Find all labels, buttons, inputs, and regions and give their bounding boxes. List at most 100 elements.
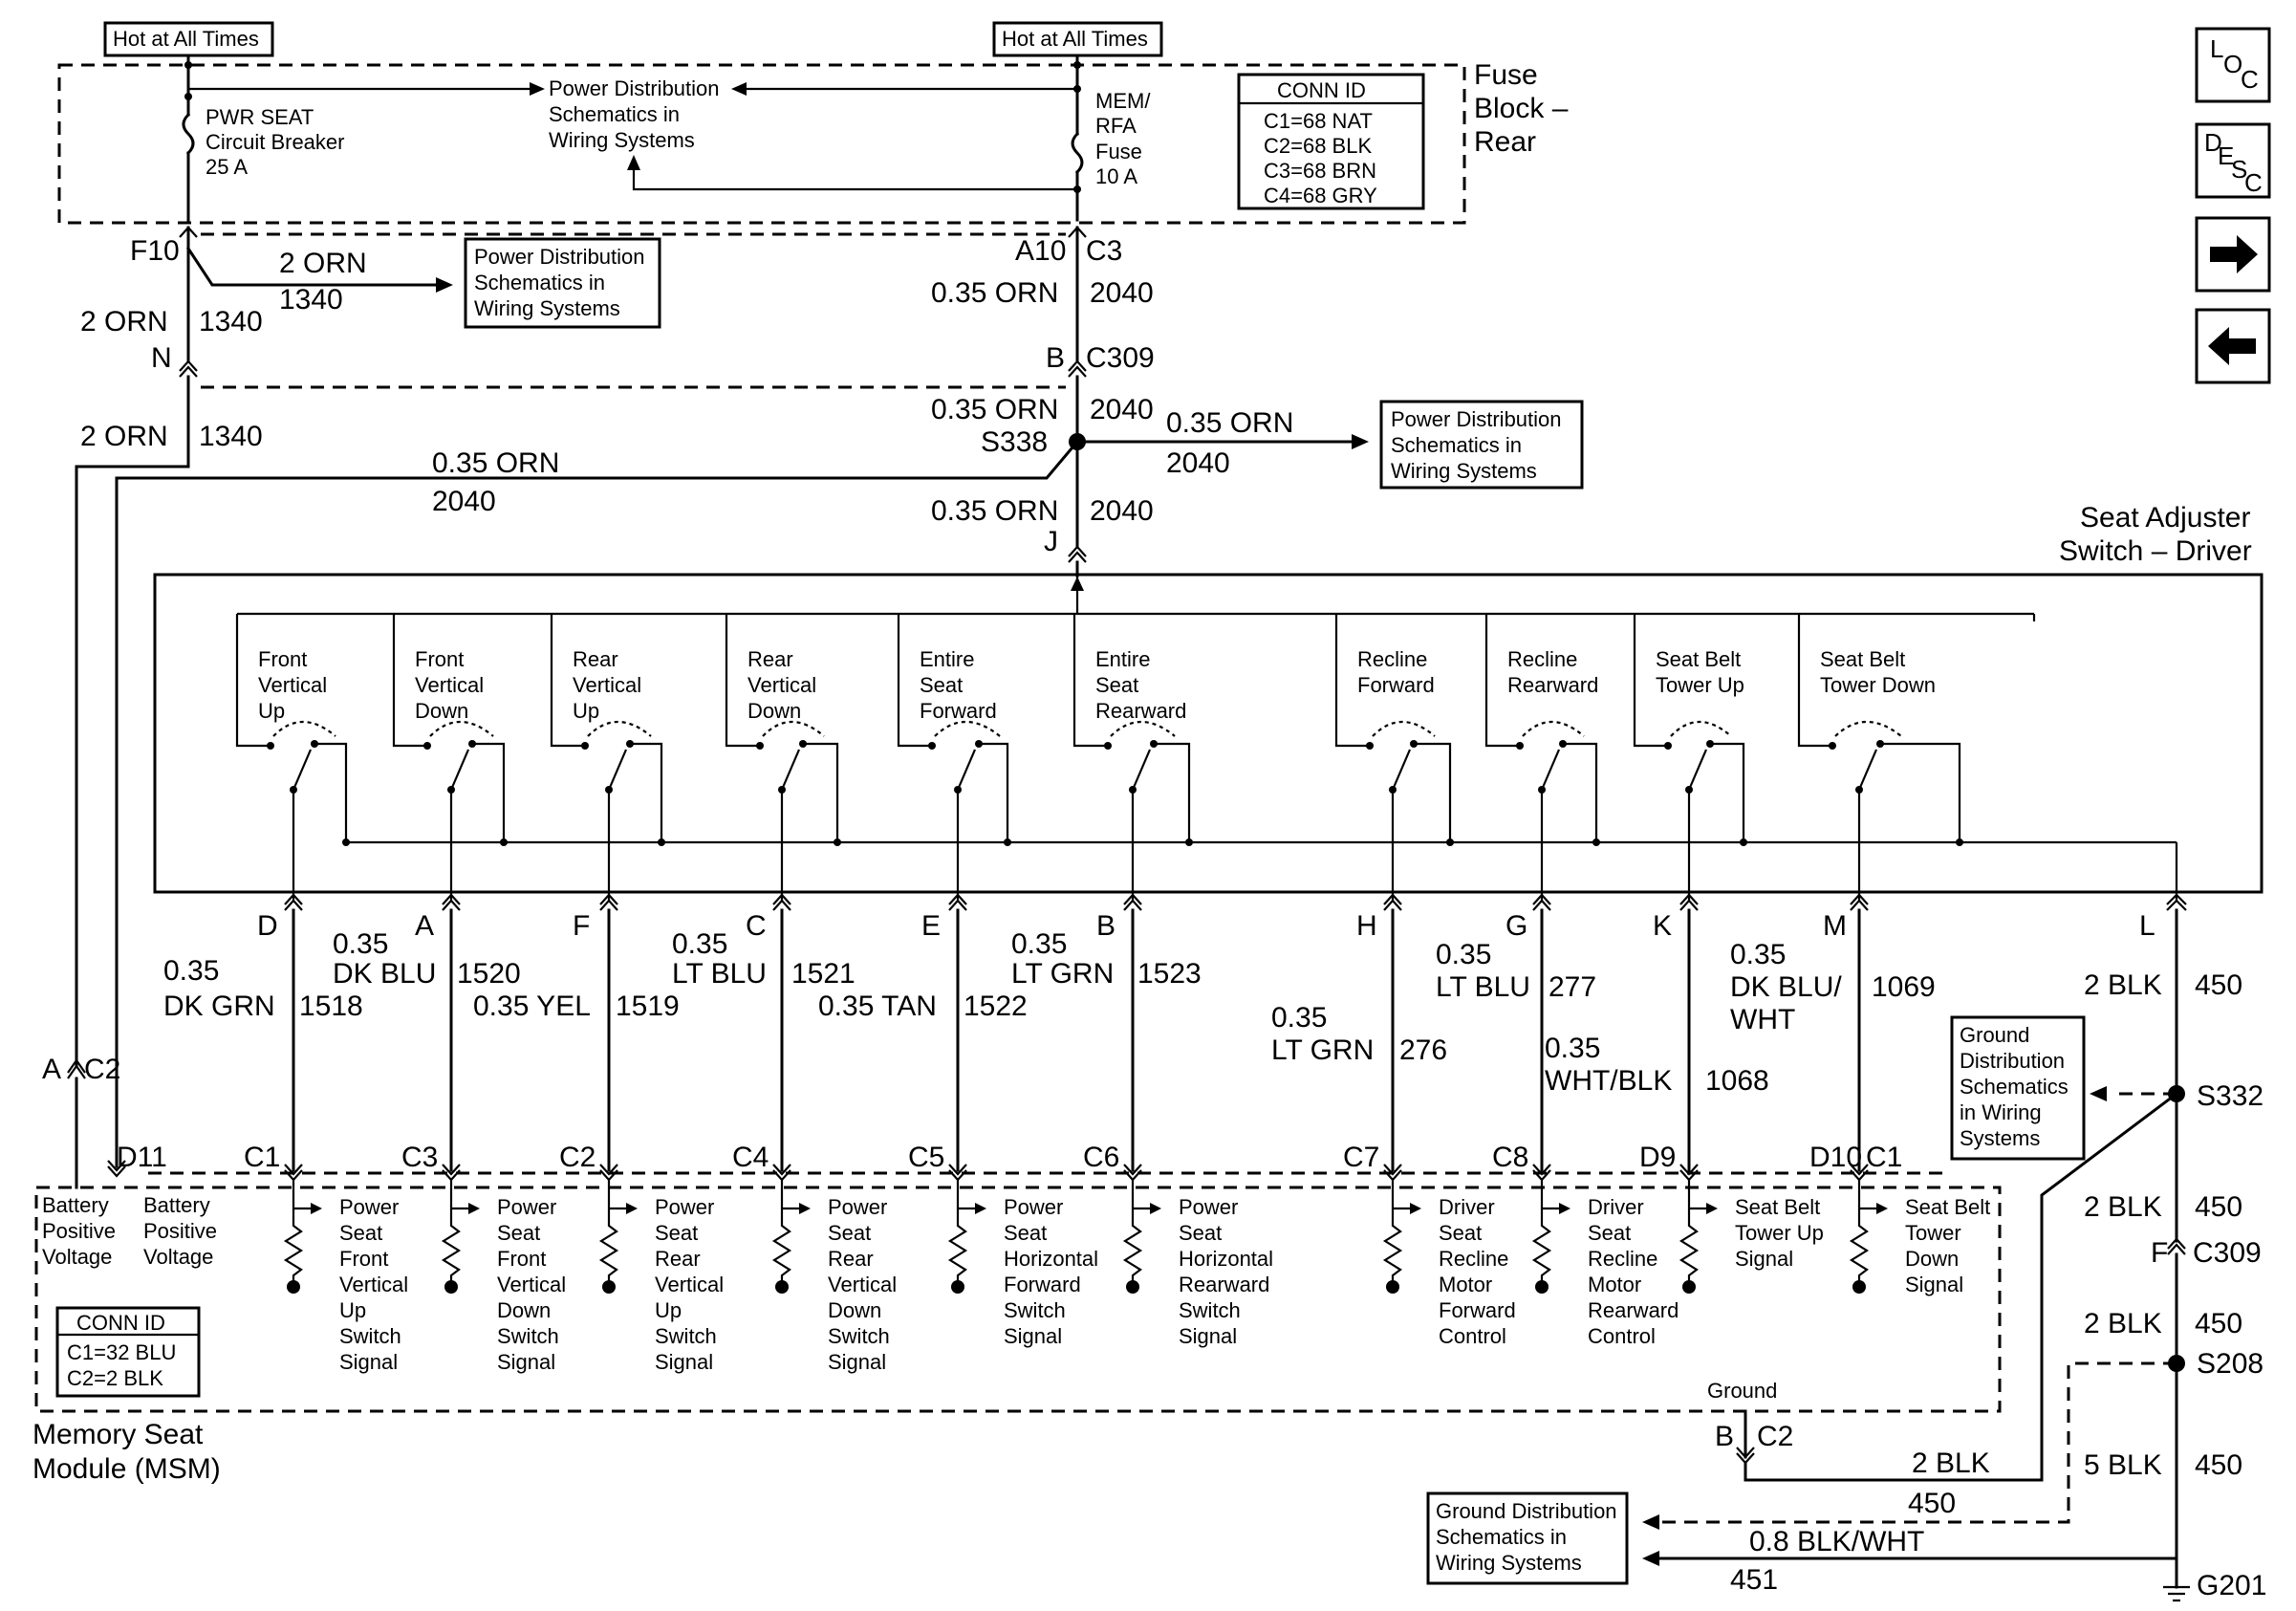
wire-color: LT BLU (672, 958, 767, 990)
wire-color: LT BLU (1436, 971, 1530, 1003)
ground-distribution-ref[interactable]: Schematics in (1436, 1525, 1567, 1549)
wire-gauge: 0.35 (1271, 1002, 1327, 1034)
switch-name: Rearward (1095, 699, 1186, 723)
signal-label: Horizontal (1179, 1247, 1273, 1271)
signal-label: Seat Belt (1735, 1195, 1820, 1219)
switch-name: Vertical (747, 673, 816, 697)
signal-label: Down (1905, 1247, 1959, 1271)
signal-label: Vertical (828, 1273, 897, 1296)
signal-label: Motor (1439, 1273, 1492, 1296)
signal-label: Signal (1905, 1273, 1963, 1296)
ground-distribution-ref[interactable]: Wiring Systems (1436, 1551, 1582, 1575)
connector-chevron (442, 1164, 461, 1176)
pin-label: H (1356, 910, 1377, 942)
wire-number: 1069 (1872, 971, 1936, 1003)
switch-contact (1366, 742, 1374, 750)
connector-chevron (948, 893, 967, 905)
pin-label: A (415, 910, 434, 942)
mem-fuse-label: Fuse (1095, 140, 1142, 163)
signal-label: Rear (828, 1247, 874, 1271)
switch-return (803, 742, 839, 842)
wire-label: 0.35 ORN (931, 495, 1058, 527)
switch-blade (1131, 749, 1152, 791)
prev-button[interactable] (2195, 308, 2271, 384)
wire-number: 277 (1549, 971, 1596, 1003)
input-arrow (311, 1203, 322, 1214)
ground-distribution-ref[interactable]: in Wiring (1960, 1100, 2042, 1124)
fuse-block-rear: Hot at All Times Hot at All Times PWR SE… (57, 21, 1569, 225)
ground-distribution-ref[interactable]: Schematics (1960, 1075, 2069, 1099)
pin-label: C (746, 910, 767, 942)
connector-label: C2 (559, 1142, 596, 1173)
connector-chevron (599, 899, 618, 911)
splice-label: S208 (2197, 1348, 2264, 1380)
power-distribution-ref[interactable]: Wiring Systems (474, 296, 620, 320)
wire-gauge: 0.35 (672, 928, 727, 960)
power-distribution-ref[interactable]: Power Distribution (549, 76, 720, 100)
power-distribution-ref[interactable]: Wiring Systems (1391, 459, 1537, 483)
next-button[interactable] (2195, 216, 2271, 293)
connector-chevron (1532, 893, 1551, 905)
connector-chevron (772, 1164, 791, 1176)
signal-label: Seat (828, 1221, 871, 1245)
switch-frame (725, 621, 760, 748)
resistor-symbol (1679, 1208, 1700, 1281)
switch-name: Up (573, 699, 599, 723)
resistor-symbol (283, 1208, 304, 1281)
wire-number: 450 (1908, 1488, 1956, 1519)
desc-button[interactable]: D E S C (2195, 122, 2271, 199)
connector-chevron (599, 893, 618, 905)
power-distribution-ref[interactable]: Schematics in (549, 102, 680, 126)
switch-name: Rearward (1507, 673, 1598, 697)
switch-name: Rear (747, 647, 793, 671)
signal-label: Front (339, 1247, 388, 1271)
connector-chevron (1123, 899, 1142, 911)
signal-label: Switch (1004, 1298, 1066, 1322)
power-distribution-ref[interactable]: Power Distribution (474, 245, 645, 269)
signal-label: Seat (497, 1221, 540, 1245)
power-distribution-ref[interactable]: Power Distribution (1391, 407, 1562, 431)
left-arrow-icon (2208, 327, 2256, 365)
signal-label: Control (1439, 1324, 1506, 1348)
switch-name: Down (747, 699, 801, 723)
ground-icon (951, 1280, 964, 1294)
ground-distribution-ref[interactable]: Ground (1960, 1023, 2029, 1047)
wire-number: 450 (2195, 1308, 2242, 1339)
wire-number: 450 (2195, 1191, 2242, 1223)
loc-button[interactable]: L O C (2195, 27, 2271, 103)
power-distribution-ref[interactable]: Schematics in (1391, 433, 1522, 457)
ground-distribution-ref[interactable]: Systems (1960, 1126, 2040, 1150)
ground-distribution-ref[interactable]: Ground Distribution (1436, 1499, 1617, 1523)
mem-fuse-label: RFA (1095, 114, 1137, 138)
loc-letter: O (2223, 50, 2242, 78)
switch-frame (235, 621, 271, 748)
signal-label: Signal (339, 1350, 398, 1374)
pin-label: A (42, 1054, 61, 1085)
wire-label: 2 ORN (80, 421, 168, 452)
pwr-seat-label: Circuit Breaker (206, 130, 344, 154)
ground-distribution-ref[interactable]: Distribution (1960, 1049, 2065, 1073)
input-arrow (975, 1203, 986, 1214)
switch-actuator (1670, 721, 1732, 737)
resistor-symbol (441, 1208, 462, 1281)
wire-color: 0.35 YEL (473, 991, 591, 1022)
signal-label: Tower Up (1735, 1221, 1824, 1245)
signal-label: Switch (1179, 1298, 1241, 1322)
wire-label: 2 BLK (2084, 1191, 2162, 1223)
connector-chevron (1850, 893, 1869, 905)
desc-letter: S (2231, 155, 2247, 184)
switch-frame (1797, 621, 1832, 748)
power-distribution-ref[interactable]: Schematics in (474, 271, 605, 294)
switch-contact (423, 742, 431, 750)
pin-label: M (1823, 910, 1847, 942)
memory-seat-module: A C2 D11 Battery Positive Voltage Batter… (32, 1054, 2179, 1519)
power-distribution-ref[interactable]: Wiring Systems (549, 128, 695, 152)
bus-junction (500, 838, 508, 846)
signal-label: Up (339, 1298, 366, 1322)
wire-number: 1521 (791, 958, 856, 990)
conn-id-entry: C4=68 GRY (1264, 184, 1377, 207)
